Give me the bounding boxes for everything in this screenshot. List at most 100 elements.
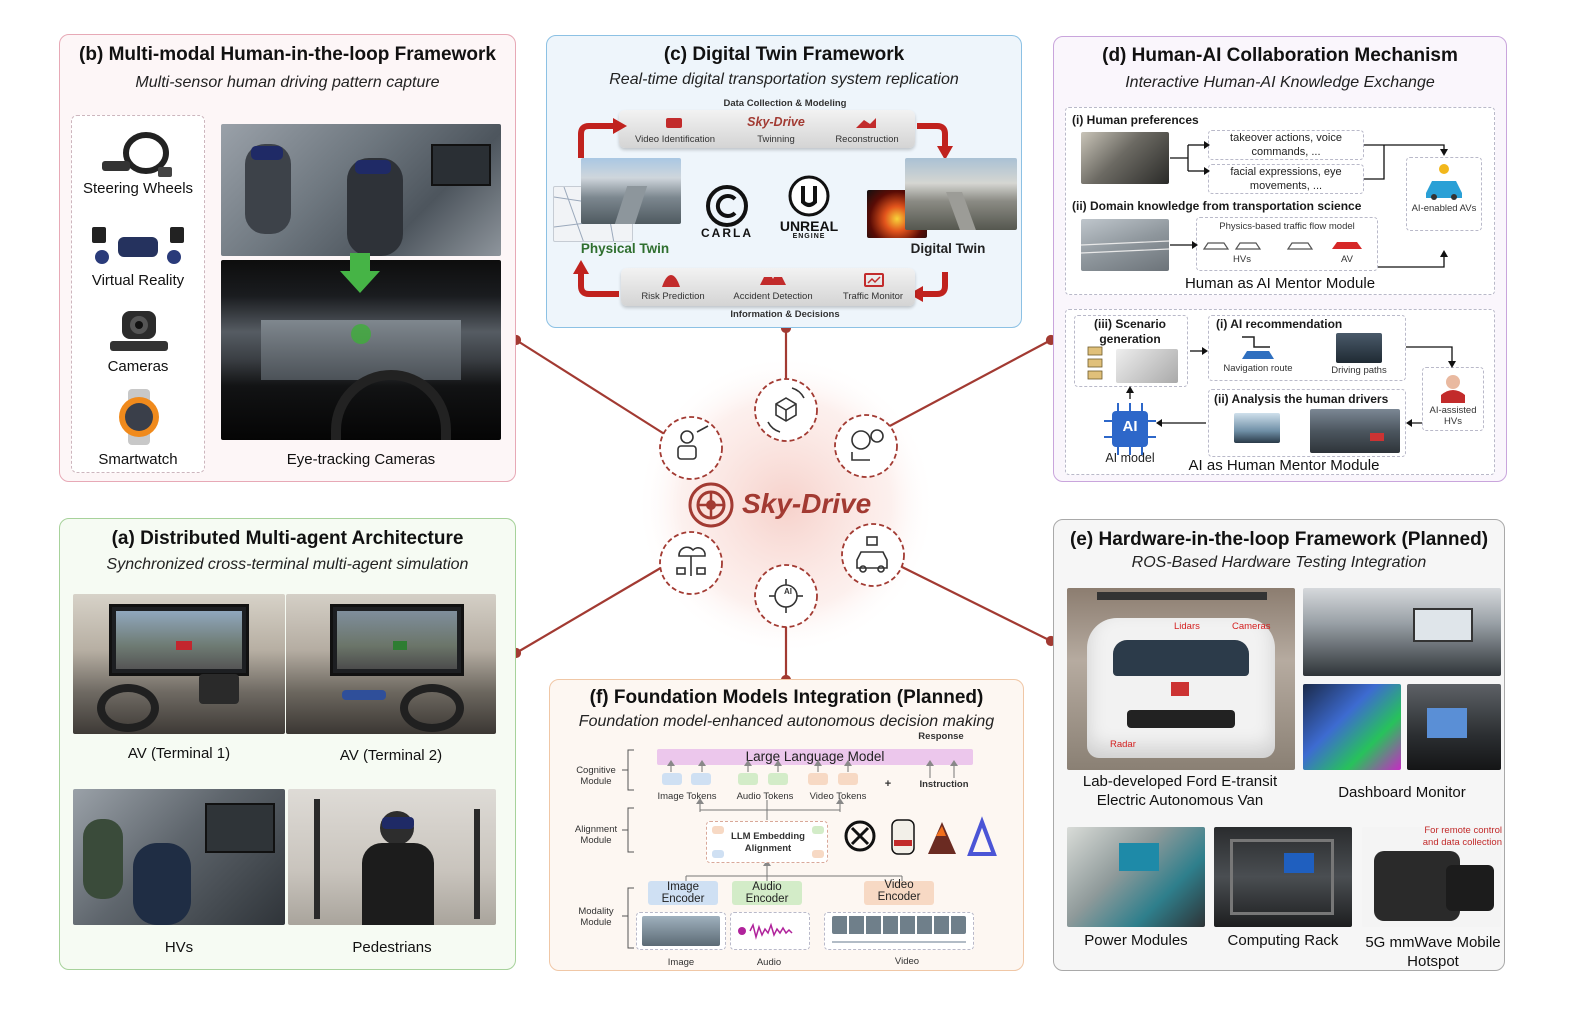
device-vr-label: Virtual Reality (91, 272, 185, 289)
plus-label: + (884, 778, 892, 790)
power-modules-caption: Power Modules (1084, 932, 1188, 949)
ai-chip-icon (1104, 403, 1156, 455)
top-process-bar (619, 110, 915, 148)
sky-drive-logo-icon (688, 482, 734, 528)
lower-flow-arrows (1126, 346, 1456, 427)
panel-d-subtitle: Interactive Human-AI Knowledge Exchange (1125, 74, 1435, 91)
llm-embedding-box (706, 821, 828, 863)
pref-a-box (1208, 130, 1364, 160)
unreal-logo-icon (788, 175, 830, 217)
panel-f-title: (f) Foundation Models Integration (Plann… (589, 687, 984, 708)
center-logo: Sky-Drive (688, 482, 888, 528)
response-label: Response (918, 731, 964, 742)
audio-encoder-chip (732, 881, 802, 905)
top-item-video-identification: Video Identification (634, 134, 716, 145)
video-encoder-label: Video Encoder (877, 879, 921, 903)
scenario-label: (iii) Scenario generation (1093, 317, 1167, 346)
device-smartwatch-label: Smartwatch (98, 451, 178, 468)
panel-a-multi-agent: (a) Distributed Multi-agent Architecture… (59, 518, 516, 970)
instruction-label: Instruction (919, 779, 969, 790)
audio-tokens-label: Audio Tokens (736, 791, 794, 802)
camera-device-icon (110, 311, 168, 351)
traffic-monitor-icon (864, 273, 884, 287)
video-tokens-label: Video Tokens (809, 791, 867, 802)
model-logos (844, 816, 997, 856)
traffic-aerial-photo (1081, 219, 1169, 271)
unreal-label: UNREAL (779, 218, 839, 234)
dashboard-photo-left (1303, 684, 1401, 770)
image-label: Image (667, 957, 695, 968)
steering-wheel-icon (102, 132, 172, 177)
vr-headset-icon (92, 227, 184, 264)
panel-e-hardware-in-the-loop: (e) Hardware-in-the-loop Framework (Plan… (1053, 519, 1505, 971)
sky-drive-title: Sky-Drive (742, 488, 872, 519)
driving-paths-label: Driving paths (1331, 365, 1387, 376)
domain-knowledge-label: (ii) Domain knowledge from transportatio… (1072, 199, 1362, 213)
av-label: AV (1341, 254, 1353, 265)
av-terminal-2-photo (286, 594, 496, 734)
gemini-logo-icon (967, 816, 997, 856)
video-label: Video (894, 956, 920, 967)
pref-a-text: takeover actions, voice commands, ... (1230, 132, 1342, 158)
ai-car-icon (1426, 164, 1462, 200)
human-driver-icon (1441, 375, 1465, 403)
ai-chip-text: AI (1122, 418, 1138, 435)
caption-av-terminal-2: AV (Terminal 2) (339, 747, 443, 764)
panel-c-title: (c) Digital Twin Framework (663, 44, 905, 65)
caption-hvs: HVs (164, 939, 194, 956)
panel-f-subtitle: Foundation model-enhanced autonomous dec… (578, 713, 995, 730)
panel-c-digital-twin: (c) Digital Twin Framework Real-time dig… (546, 35, 1022, 328)
audio-label: Audio (756, 957, 782, 968)
hvs-label: HVs (1233, 254, 1251, 265)
embed-chip-a (712, 826, 724, 834)
van-caption: Lab-developed Ford E-transit Electric Au… (1082, 773, 1278, 809)
ai-recommendation-label: (i) AI recommendation (1216, 317, 1343, 331)
embed-chip-d (812, 850, 824, 858)
audio-token-chip-2 (768, 773, 788, 785)
image-encoder-chip (648, 881, 718, 905)
panel-e-title: (e) Hardware-in-the-loop Framework (Plan… (1069, 529, 1489, 550)
video-token-chip-1 (808, 773, 828, 785)
hotspot-photo (1362, 827, 1501, 927)
digital-twin-label: Digital Twin (910, 241, 986, 256)
smartwatch-icon (119, 389, 159, 445)
top-item-twinning: Twinning (757, 134, 795, 145)
panel-f-foundation-models: (f) Foundation Models Integration (Plann… (549, 679, 1024, 971)
human-as-ai-mentor-label: Human as AI Mentor Module (1184, 275, 1376, 292)
eye-tracking-caption: Eye-tracking Cameras (286, 451, 436, 468)
radar-label: Radar (1110, 739, 1136, 750)
video-token-chip-2 (838, 773, 858, 785)
dashboard-photo-top (1303, 588, 1501, 676)
ai-assisted-hvs-label: AI-assisted HVs (1429, 405, 1477, 427)
panel-e-subtitle: ROS-Based Hardware Testing Integration (1131, 554, 1427, 571)
module-brackets (622, 749, 634, 949)
svg-text:AI: AI (784, 587, 792, 596)
driver-cabin-photo (1081, 132, 1169, 184)
video-timeline-icon (832, 941, 966, 943)
image-token-chip-2 (691, 773, 711, 785)
cognitive-module-label: Cognitive Module (576, 765, 616, 787)
embed-chip-c (712, 850, 724, 858)
panel-d-human-ai-collaboration: (d) Human-AI Collaboration Mechanism Int… (1053, 36, 1507, 482)
physical-twin-photo (581, 158, 681, 224)
bottom-item-risk-prediction: Risk Prediction (641, 291, 705, 302)
ai-enabled-avs-label: AI-enabled AVs (1411, 203, 1477, 214)
risk-prediction-icon (662, 275, 680, 287)
hvs-photo (73, 789, 285, 925)
computing-rack-photo (1214, 827, 1352, 927)
alignment-module-label: Alignment Module (574, 824, 618, 846)
video-identification-icon (666, 118, 682, 128)
unreal-sub-label: ENGINE (792, 233, 826, 240)
carla-label: CARLA (701, 226, 753, 240)
image-input-photo (642, 916, 720, 946)
mistral-logo-icon (928, 822, 956, 854)
llm-label: Large Language Model (745, 749, 885, 764)
bottom-item-accident-detection: Accident Detection (733, 291, 813, 302)
image-encoder-label: Image Encoder (661, 881, 705, 905)
power-modules-photo (1067, 827, 1205, 927)
embed-chip-b (812, 826, 824, 834)
upper-flow-arrows (1170, 141, 1448, 268)
bottom-bar-title: Information & Decisions (730, 309, 840, 320)
sky-drive-mark: Sky-Drive (747, 115, 805, 129)
llama-logo-icon (891, 819, 915, 855)
